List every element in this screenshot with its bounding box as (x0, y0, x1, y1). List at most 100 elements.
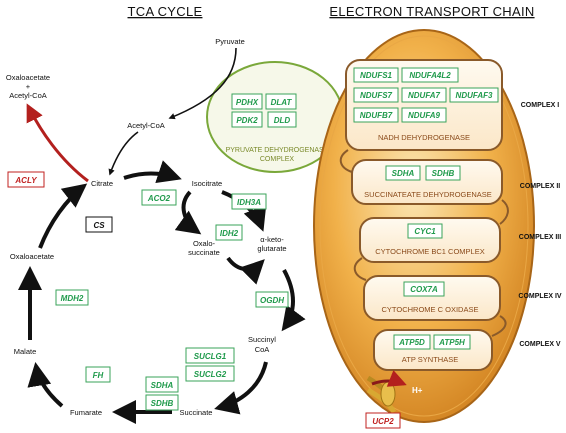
sdha-tca-gene-box: SDHA (145, 376, 179, 393)
complex2-gene-box-sdhb: SDHB (425, 165, 461, 181)
ndufa4l2-label: NDUFA4L2 (409, 71, 451, 80)
isocitrate-label: Isocitrate (192, 179, 222, 188)
isocitrate-to-oxalosuccinate-arrow (174, 190, 202, 235)
ucp2-channel-icon (366, 375, 397, 414)
complex3-gene-box-cyc1: CYC1 (407, 223, 443, 239)
complex4-label: COMPLEX IV (518, 293, 562, 300)
pdk2-label: PDK2 (236, 116, 258, 125)
oxaloacetate-acetyl-line3: Acetyl-CoA (9, 91, 47, 100)
aco2-label: ACO2 (147, 194, 171, 203)
ucp2-gene-box: UCP2 (365, 412, 401, 429)
idh3a-gene-box: IDH3A (231, 193, 267, 210)
idh2-label: IDH2 (220, 229, 239, 238)
fh-gene-box: FH (85, 366, 111, 383)
ketoglutarate-line2: glutarate (257, 244, 286, 253)
hplus-label: H+ (412, 386, 423, 395)
acetylcoa-to-citrate-arrow (108, 131, 139, 176)
tca-title: TCA CYCLE (128, 4, 203, 19)
mdh2-gene-box: MDH2 (55, 289, 89, 306)
idh3a-label: IDH3A (237, 198, 261, 207)
ndufaf3-label: NDUFAF3 (456, 91, 493, 100)
complex1-gene-box-ndufa4l2: NDUFA4L2 (401, 67, 459, 83)
idh2-gene-box: IDH2 (215, 224, 243, 241)
citrate-to-isocitrate-arrow (123, 160, 182, 184)
complex4-name: CYTOCHROME C OXIDASE (382, 305, 479, 314)
proton-leak-arrow (371, 370, 407, 387)
fumarate-label: Fumarate (70, 408, 102, 417)
dld-gene-box: DLD (267, 111, 297, 128)
complex5-name: ATP SYNTHASE (402, 355, 458, 364)
ndufs1-label: NDUFS1 (360, 71, 393, 80)
complex3-name: CYTOCHROME BC1 COMPLEX (375, 247, 484, 256)
fumarate-to-malate-arrow (27, 362, 64, 408)
sdha-tca-label: SDHA (151, 381, 174, 390)
complex1-gene-box-ndufb7: NDUFB7 (353, 107, 399, 123)
complex4-gene-box-cox7a: COX7A (403, 281, 445, 297)
aco2-gene-box: ACO2 (141, 189, 177, 206)
etc-title: ELECTRON TRANSPORT CHAIN (329, 4, 534, 19)
oxalosuccinate-line1: Oxalo- (193, 239, 216, 248)
pyruvate-to-acetylcoa-arrow (168, 47, 237, 120)
complex1-gene-box-ndufaf3: NDUFAF3 (449, 87, 499, 103)
oxaloacetate-acetyl-line2: + (26, 82, 31, 91)
ucp2-label: UCP2 (372, 417, 394, 426)
sdhb-tca-gene-box: SDHB (145, 394, 179, 411)
ogdh-gene-box: OGDH (255, 291, 289, 308)
pdk2-gene-box: PDK2 (231, 111, 263, 128)
complex3-label: COMPLEX III (519, 234, 561, 241)
complex1-gene-box-ndufa9: NDUFA9 (401, 107, 447, 123)
acly-arrow (26, 103, 89, 183)
acly-gene-box: ACLY (7, 171, 45, 188)
complex2-label: COMPLEX II (520, 183, 561, 190)
acetyl-coa-label: Acetyl-CoA (127, 121, 165, 130)
cox7a-label: COX7A (410, 285, 438, 294)
ndufb7-label: NDUFB7 (360, 111, 393, 120)
atp5d-label: ATP5D (398, 338, 425, 347)
complex1-label: COMPLEX I (521, 102, 560, 109)
complex1-gene-box-ndufa7: NDUFA7 (401, 87, 447, 103)
oxaloacetate-acetyl-line1: Oxaloacetate (6, 73, 50, 82)
suclg2-label: SUCLG2 (194, 370, 227, 379)
complex2-gene-box-sdha: SDHA (385, 165, 421, 181)
suclg1-label: SUCLG1 (194, 352, 227, 361)
malate-label: Malate (14, 347, 37, 356)
succinyl-coa-line2: CoA (255, 345, 270, 354)
oxaloacetate-to-citrate-arrow (38, 183, 88, 249)
cs-gene-box: CS (85, 216, 113, 233)
succinate-label: Succinate (180, 408, 213, 417)
pdhx-label: PDHX (236, 98, 259, 107)
complex5-gene-box-atp5h: ATP5H (433, 334, 471, 350)
cyc1-label: CYC1 (414, 227, 436, 236)
mitochondrion-inner-ring (319, 35, 529, 417)
complex1-gene-box-ndufs1: NDUFS1 (353, 67, 399, 83)
pdh-complex-name-line1: PYRUVATE DEHYDROGENASE (226, 147, 329, 154)
mdh2-label: MDH2 (61, 294, 84, 303)
complex5-label: COMPLEX V (519, 341, 561, 348)
complex1-name: NADH DEHYDROGENASE (378, 133, 470, 142)
fh-label: FH (93, 371, 104, 380)
oxalosuccinate-to-ketoglutarate-arrow (226, 256, 265, 285)
pdh-complex-name-line2: COMPLEX (260, 156, 295, 163)
succinylcoa-to-succinate-arrow (214, 361, 268, 415)
succinyl-coa-line1: Succinyl (248, 335, 276, 344)
ndufa7-label: NDUFA7 (408, 91, 441, 100)
ketoglutarate-line1: α-keto- (260, 235, 284, 244)
pyruvate-label: Pyruvate (215, 37, 245, 46)
ndufa9-label: NDUFA9 (408, 111, 441, 120)
dlat-label: DLAT (271, 98, 293, 107)
complex1-gene-box-ndufs7: NDUFS7 (353, 87, 399, 103)
atp5h-label: ATP5H (438, 338, 465, 347)
suclg2-gene-box: SUCLG2 (185, 365, 235, 382)
citrate-label: Citrate (91, 179, 113, 188)
sdhb-tca-label: SDHB (151, 399, 174, 408)
complex2-sdha-label: SDHA (392, 169, 415, 178)
pdhx-gene-box: PDHX (231, 93, 263, 110)
cs-label: CS (93, 221, 105, 230)
complex2-name: SUCCINATEATE DEHYDROGENASE (364, 190, 492, 199)
ndufs7-label: NDUFS7 (360, 91, 393, 100)
suclg1-gene-box: SUCLG1 (185, 347, 235, 364)
complex2-sdhb-label: SDHB (432, 169, 455, 178)
complex5-gene-box-atp5d: ATP5D (393, 334, 431, 350)
